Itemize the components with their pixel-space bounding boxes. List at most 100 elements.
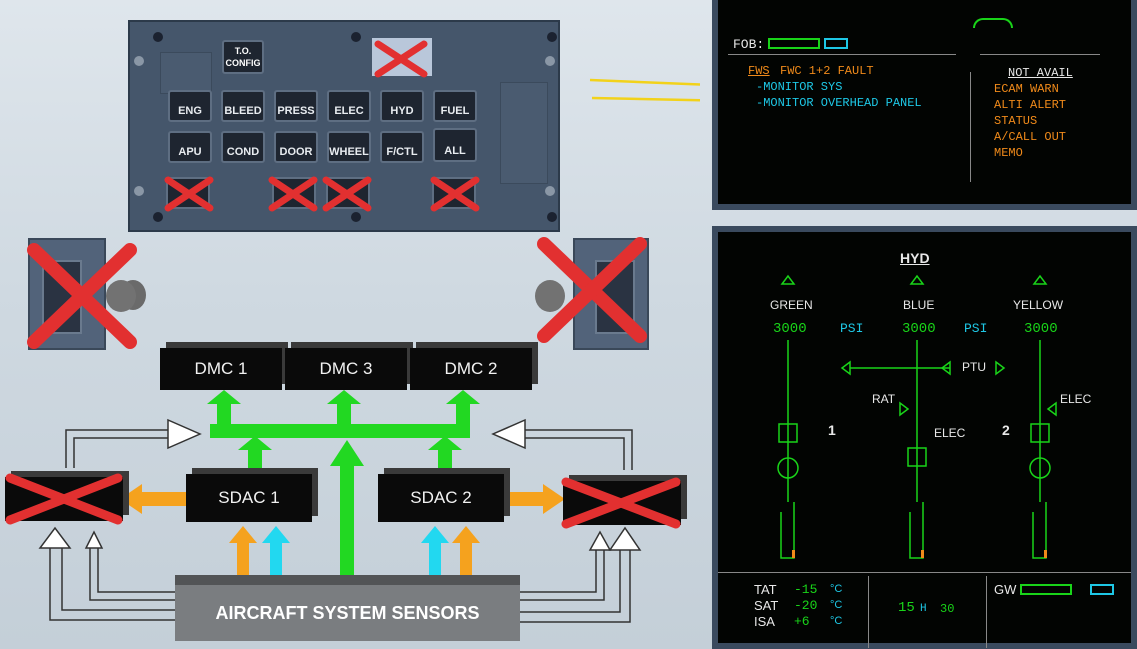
key-label: DOOR [279,146,313,158]
data-flow-diagram [38,390,642,623]
tat-label: TAT [754,582,777,597]
key-label: HYD [390,105,414,117]
arrowhead-dmc3 [327,390,361,404]
ecp-key-fctl[interactable]: F/CTL [380,131,424,163]
ecp-key-apu[interactable]: APU [168,131,212,163]
divider [718,572,1131,573]
orange-arrowhead [229,526,257,543]
arrowhead-dmc1 [207,390,241,404]
ecp-key-all[interactable]: ALL [433,128,477,162]
yellow-reservoir-icon [1032,502,1047,559]
screw [545,56,555,66]
not-avail-status: STATUS [994,114,1038,128]
rat-label: RAT [872,392,896,406]
screw [134,186,144,196]
psi-unit-right: PSI [964,321,988,336]
sdac-2-label: SDAC 2 [410,488,472,507]
ptu-center-arrow-icon [940,360,951,376]
arrowhead-sensors-up [330,440,364,466]
cross-marks [5,40,681,529]
fob-xx-green [768,38,820,49]
cyan-stem [429,540,441,582]
sdac-1-box: SDAC 1 [186,474,312,522]
ptu-label: PTU [962,360,986,374]
dmc-3-box: DMC 3 [285,348,407,390]
right-knob[interactable] [535,280,565,312]
dmc-2-label: DMC 2 [444,359,498,378]
panel-blank [500,82,548,184]
yellow-system-label: YELLOW [1013,298,1064,312]
fob-xx-cyan [824,38,848,49]
engine-1-label: 1 [828,422,836,438]
blue-pressure: 3000 [902,321,936,337]
ecp-key-door[interactable]: DOOR [274,131,318,163]
hyd-page-title: HYD [900,250,930,266]
orange-stem [460,540,472,582]
orange-arrowhead-left [120,484,142,514]
red-x-icon [27,243,137,349]
green-stem [248,448,262,474]
reservoir-levels [792,550,1047,558]
ecp-key-eng[interactable]: ENG [168,90,212,122]
green-pressure: 3000 [773,321,807,337]
divider [970,72,971,182]
dmc-1-box: DMC 1 [160,348,282,390]
time-h-label: H [920,603,927,615]
ptu-right-arrow-icon [995,360,1006,376]
orange-arrowhead-right [543,484,565,514]
aircraft-system-sensors-box: AIRCRAFT SYSTEM SENSORS [175,585,520,641]
red-x-icon [322,176,372,212]
system-display-hyd: HYD GREEN [712,226,1137,649]
failure-crosses [5,40,700,529]
orange-horizontal [140,492,188,506]
dmc-3-label: DMC 3 [319,359,373,378]
yellow-elec-label: ELEC [1060,392,1092,406]
green-pump-icon [778,423,798,443]
divider [868,576,869,648]
yellow-elec-arrow-icon [1046,401,1057,417]
ptu-left-arrow-icon [840,360,851,376]
orange-horizontal [497,492,545,506]
ecp-key-elec[interactable]: ELEC [327,90,371,122]
yellow-pointer-arrows [589,78,700,102]
sdac-1-label: SDAC 1 [218,488,280,507]
to-config-button[interactable]: T.O. CONFIG [222,40,264,74]
blue-elec-label: ELEC [934,426,966,440]
screw [351,32,361,42]
ecp-key-wheel[interactable]: WHEEL [327,131,371,163]
isa-label: ISA [754,614,775,629]
key-label: COND [226,146,260,158]
green-stem [340,462,354,578]
sensor-arrows [120,484,565,582]
arrowhead-dmc2 [446,390,480,404]
time-minutes: 30 [940,602,955,616]
screw [134,56,144,66]
screw [547,212,557,222]
ecp-key-press[interactable]: PRESS [274,90,318,122]
dmc-2-box: DMC 2 [410,348,532,390]
fob-label: FOB: [733,37,765,52]
gw-xx-green [1020,584,1072,595]
yellow-valve-icon [1029,457,1051,479]
red-x-icon [5,473,123,525]
cyan-arrowhead [421,526,449,543]
ecp-key-fuel[interactable]: FUEL [433,90,477,122]
orange-arrowhead [452,526,480,543]
screw [153,212,163,222]
left-knob[interactable] [106,280,136,312]
green-valve-icon [777,457,799,479]
sat-label: SAT [754,598,779,613]
arrowhead-sdac2-up [428,436,462,450]
green-arrows [207,390,480,578]
ecp-key-cond[interactable]: COND [221,131,265,163]
ecp-key-bleed[interactable]: BLEED [221,90,265,122]
key-label: BLEED [224,105,262,117]
fws-label: FWS [748,64,770,78]
sat-value: -20 [794,598,818,613]
sat-unit: °C [830,599,843,611]
green-stem [438,448,452,474]
not-avail-alti-alert: ALTI ALERT [994,98,1067,112]
red-x-icon [561,477,681,529]
key-label: APU [178,146,202,158]
ecp-key-hyd[interactable]: HYD [380,90,424,122]
